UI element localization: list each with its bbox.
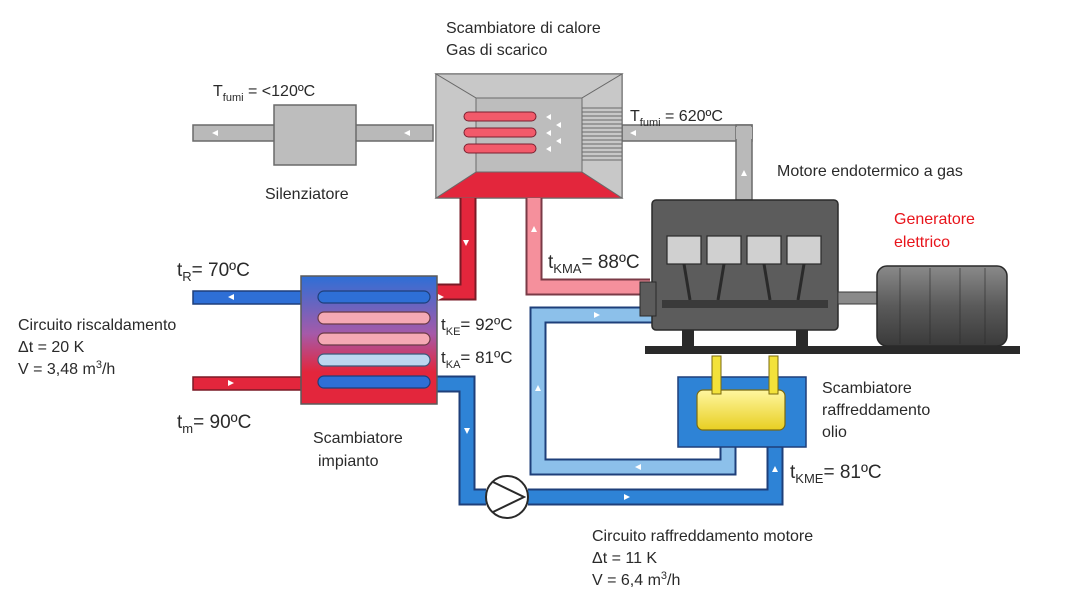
exhaust-heat-exchanger: [434, 73, 624, 199]
engine-cooling-dt: Δt = 11 K: [592, 550, 657, 567]
generator-label-1: Generatore: [894, 211, 975, 228]
heating-circuit-dt: Δt = 20 K: [18, 339, 85, 356]
oil-hx-label-1: Scambiatore: [822, 380, 912, 397]
exhaust-hx-title: Scambiatore di calore: [446, 20, 601, 37]
circulation-pump: [485, 475, 529, 519]
engine-cooling-circuit: [436, 306, 784, 506]
tm-label: tm= 90ºC: [177, 412, 251, 436]
exhaust-hx-subtitle: Gas di scarico: [446, 42, 547, 59]
heating-circuit: [192, 290, 304, 391]
oil-heat-exchanger: [677, 355, 807, 448]
plant-hx-label-1: Scambiatore: [313, 430, 403, 447]
hot-water-pipe: [436, 198, 477, 301]
tKME-label: tKME= 81ºC: [790, 462, 882, 486]
engine-label: Motore endotermico a gas: [777, 163, 963, 180]
tR-label: tR= 70ºC: [177, 260, 250, 284]
tfumi-in-label: Tfumi = 620ºC: [630, 108, 723, 129]
tfumi-out-label: Tfumi = <120ºC: [213, 83, 315, 104]
tKA-label: tKA= 81ºC: [441, 348, 512, 371]
tKE-label: tKE= 92ºC: [441, 315, 512, 338]
exhaust-line: [192, 124, 753, 201]
tKMA-label: tKMA= 88ºC: [548, 252, 640, 276]
heating-circuit-flow: V = 3,48 m3/h: [18, 359, 115, 378]
engine-cooling-title: Circuito raffreddamento motore: [592, 528, 813, 545]
generator-label-2: elettrico: [894, 234, 950, 251]
silencer: [273, 104, 357, 166]
engine-cooling-flow: V = 6,4 m3/h: [592, 570, 680, 589]
gas-engine: [639, 199, 1020, 354]
oil-hx-label-3: olio: [822, 424, 847, 441]
engine-outlet-pipe: [525, 198, 650, 296]
plant-hx-label-2: impianto: [318, 453, 379, 470]
heating-circuit-title: Circuito riscaldamento: [18, 317, 176, 334]
oil-hx-label-2: raffreddamento: [822, 402, 930, 419]
silencer-label: Silenziatore: [265, 186, 349, 203]
electric-generator: [837, 265, 1008, 347]
engine-base: [645, 346, 1020, 354]
plant-heat-exchanger: [300, 275, 438, 405]
